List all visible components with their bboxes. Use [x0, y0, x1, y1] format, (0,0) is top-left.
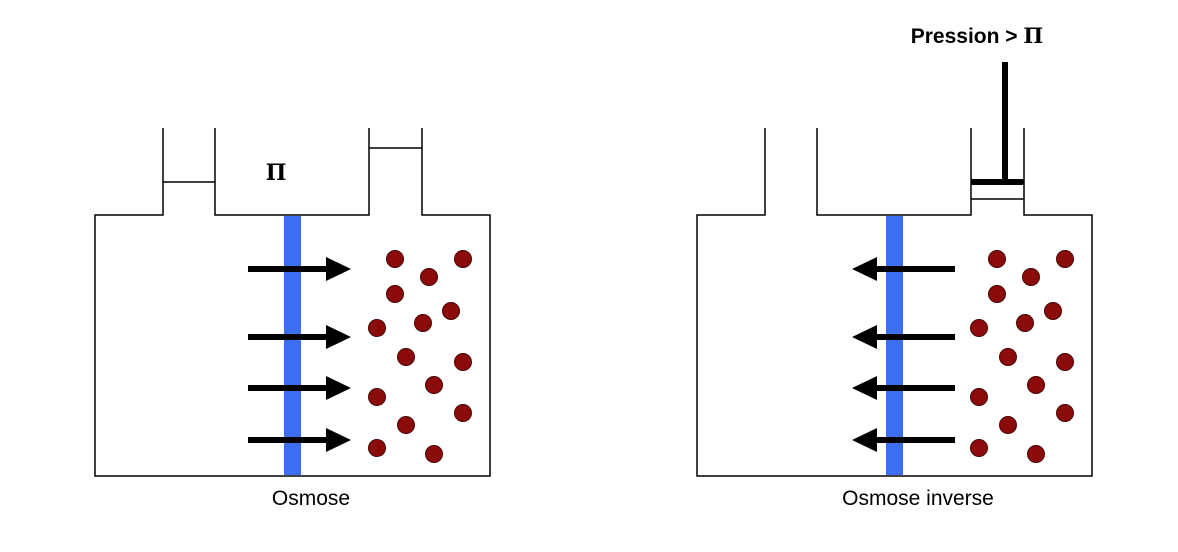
solute-particle [988, 250, 1006, 268]
solute-particle [454, 404, 472, 422]
semipermeable-membrane [284, 216, 301, 475]
flow-arrow [852, 325, 955, 349]
panel-caption: Osmose [272, 487, 350, 510]
solute-particle [420, 268, 438, 286]
solute-particle [1027, 445, 1045, 463]
tank-outline [94, 128, 491, 477]
osmosis-panel: Π Osmose [94, 128, 491, 510]
osmotic-pressure-label: Π [266, 160, 287, 186]
solute-particle [454, 353, 472, 371]
solute-particle [1056, 250, 1074, 268]
solute-particle [970, 319, 988, 337]
applied-pressure-label: Pression > Π [911, 23, 1043, 48]
flow-arrows [248, 257, 351, 452]
solute-particle [368, 439, 386, 457]
solute-particle [1056, 353, 1074, 371]
semipermeable-membrane [886, 216, 903, 475]
pressure-label-symbol: Π [1023, 23, 1043, 48]
piston-head [971, 179, 1024, 185]
solute-particle [397, 416, 415, 434]
solute-particle [414, 314, 432, 332]
solute-particles [368, 250, 472, 463]
flow-arrow [248, 376, 351, 400]
solute-particle [1027, 376, 1045, 394]
solute-particle [386, 250, 404, 268]
solute-particle [1056, 404, 1074, 422]
solute-particle [1044, 302, 1062, 320]
solute-particle [1016, 314, 1034, 332]
solute-particles [970, 250, 1074, 463]
flow-arrow [248, 428, 351, 452]
tank-outline [696, 128, 1093, 477]
solute-particle [454, 250, 472, 268]
flow-arrow [248, 257, 351, 281]
solute-particle [442, 302, 460, 320]
solute-particle [368, 388, 386, 406]
flow-arrow [852, 376, 955, 400]
solute-particle [425, 445, 443, 463]
flow-arrows [852, 257, 955, 452]
reverse-osmosis-panel: Pression > Π Osmose inverse [696, 23, 1093, 510]
solute-particle [970, 439, 988, 457]
solute-particle [999, 348, 1017, 366]
flow-arrow [852, 257, 955, 281]
piston-rod [1002, 62, 1008, 184]
solute-particle [397, 348, 415, 366]
panel-caption: Osmose inverse [842, 487, 994, 510]
flow-arrow [852, 428, 955, 452]
flow-arrow [248, 325, 351, 349]
pressure-label-prefix: Pression > [911, 25, 1024, 48]
solute-particle [999, 416, 1017, 434]
solute-particle [386, 285, 404, 303]
solute-particle [368, 319, 386, 337]
solute-particle [425, 376, 443, 394]
solute-particle [1022, 268, 1040, 286]
solute-particle [988, 285, 1006, 303]
solute-particle [970, 388, 988, 406]
piston [971, 62, 1024, 185]
